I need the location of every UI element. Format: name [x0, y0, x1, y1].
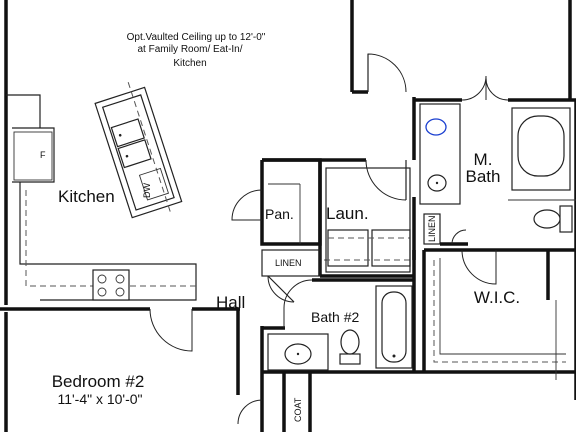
room-label-mbath-line2: Bath: [466, 167, 501, 186]
room-label-pantry: Pan.: [265, 206, 294, 222]
room-label-laundry: Laun.: [326, 204, 369, 223]
sink-right: [117, 139, 152, 169]
refrigerator: [13, 131, 53, 181]
dishwasher: [138, 167, 170, 201]
dryer: [371, 229, 411, 267]
pantry-shelves: [268, 183, 301, 244]
master-bath-fixtures: [419, 103, 576, 233]
vaulted-note-line1: Opt.Vaulted Ceiling up to 12'-0": [127, 32, 266, 43]
mbath-toilet-tank: [559, 205, 573, 233]
bedroom2-dimensions: 11'-4" x 10'-0": [57, 391, 142, 407]
bath2-toilet-bowl: [340, 329, 360, 355]
linen-hall-label: LINEN: [275, 258, 302, 268]
dishwasher-label: DW: [142, 183, 152, 198]
room-label-mbath-line1: M.: [474, 150, 493, 169]
bath2-fixtures: [267, 285, 413, 371]
fridge-label: F: [40, 150, 46, 160]
door-swings: [149, 53, 509, 425]
laundry-appliances: [324, 167, 412, 273]
sink-left: [110, 118, 145, 148]
kitchen-counters: F: [13, 131, 197, 301]
linen-mbath-label: LINEN: [427, 215, 437, 242]
vaulted-note-line2: at Family Room/ Eat-In/: [137, 44, 242, 55]
wic-shelving: [433, 258, 566, 380]
mbath-toilet-bowl: [533, 209, 561, 229]
room-label-hall: Hall: [216, 293, 245, 312]
kitchen-island: [94, 82, 183, 219]
range: [92, 269, 130, 301]
room-label-kitchen: Kitchen: [58, 187, 115, 206]
mbath-sink-upper: [425, 118, 447, 136]
washer: [327, 229, 369, 267]
vaulted-note-line3: Kitchen: [173, 58, 206, 69]
room-label-wic: W.I.C.: [474, 288, 520, 307]
room-label-bedroom2: Bedroom #2: [52, 372, 145, 391]
bath2-toilet-tank: [339, 353, 361, 365]
room-label-bath2: Bath #2: [311, 309, 359, 325]
coat-closet-label: COAT: [293, 397, 303, 422]
